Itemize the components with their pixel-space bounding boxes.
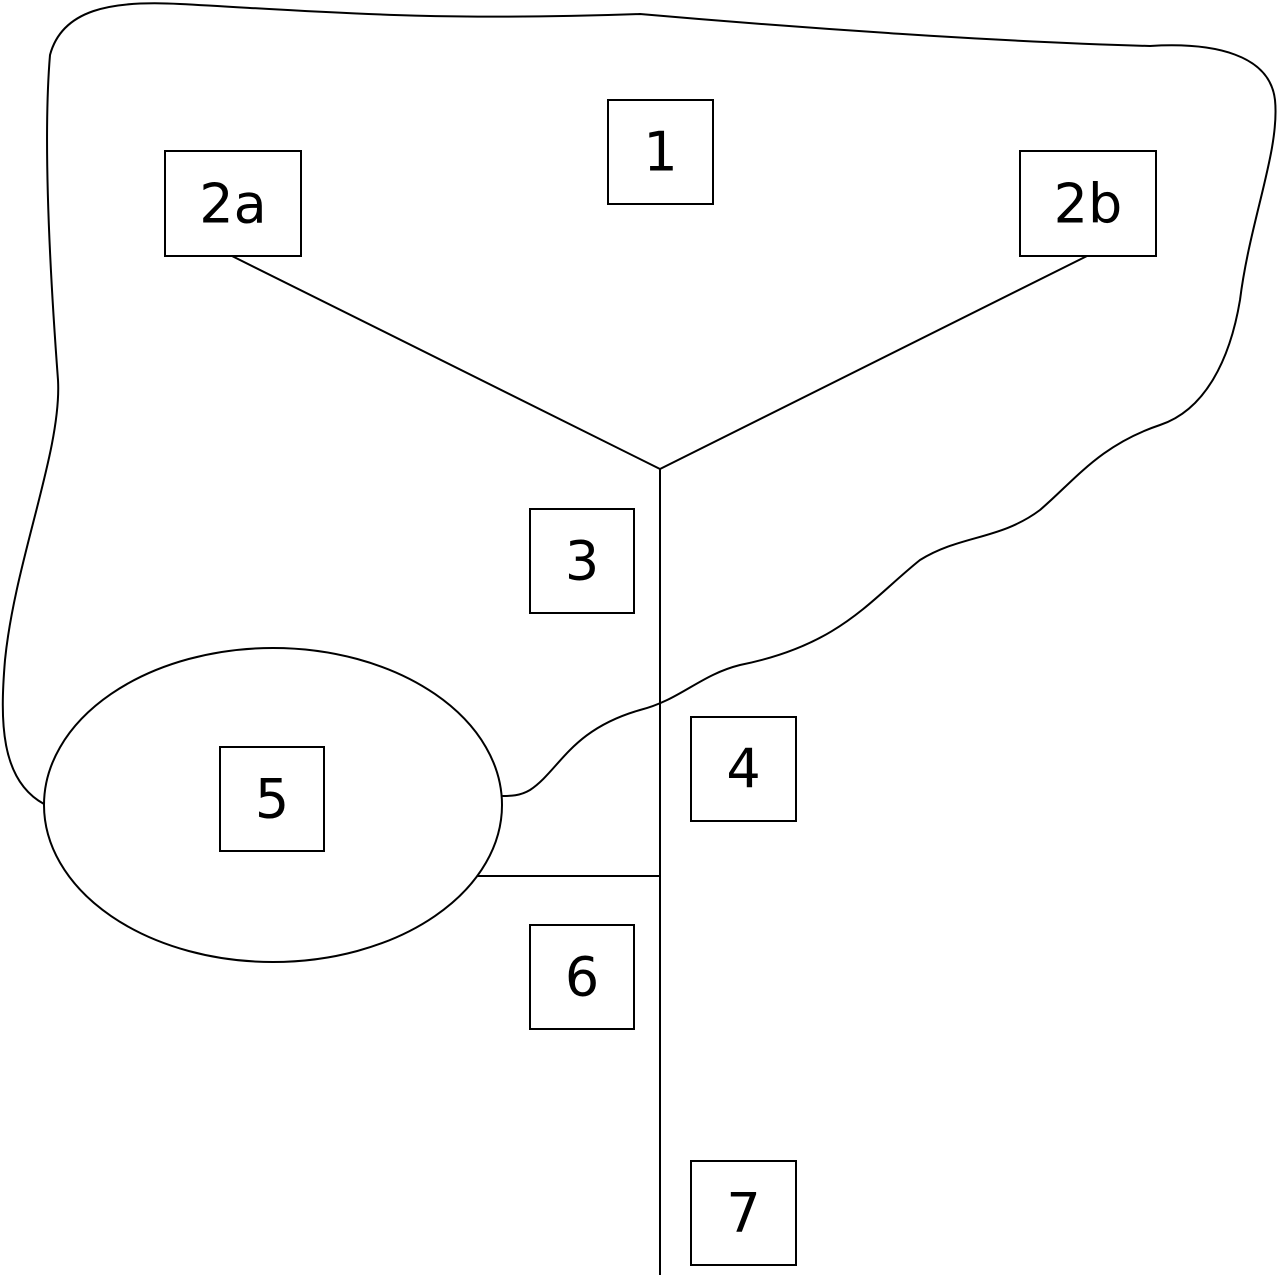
label-box-1: 1 bbox=[607, 99, 714, 205]
oval-5 bbox=[43, 647, 503, 963]
line-2b bbox=[659, 255, 1088, 470]
label-box-2a: 2a bbox=[164, 150, 302, 257]
label-5: 5 bbox=[255, 768, 289, 831]
label-box-6: 6 bbox=[529, 924, 635, 1030]
label-3: 3 bbox=[565, 530, 599, 593]
label-box-7: 7 bbox=[690, 1160, 797, 1266]
label-6: 6 bbox=[565, 946, 599, 1009]
label-4: 4 bbox=[726, 738, 760, 801]
label-box-5: 5 bbox=[219, 746, 325, 852]
label-box-4: 4 bbox=[690, 716, 797, 822]
upper-outline bbox=[1, 2, 1277, 805]
label-2b: 2b bbox=[1054, 173, 1123, 236]
label-box-2b: 2b bbox=[1019, 150, 1157, 257]
label-2a: 2a bbox=[199, 173, 266, 236]
label-box-3: 3 bbox=[529, 508, 635, 614]
label-1: 1 bbox=[643, 121, 677, 184]
line-2a bbox=[231, 255, 661, 470]
label-7: 7 bbox=[726, 1182, 760, 1245]
